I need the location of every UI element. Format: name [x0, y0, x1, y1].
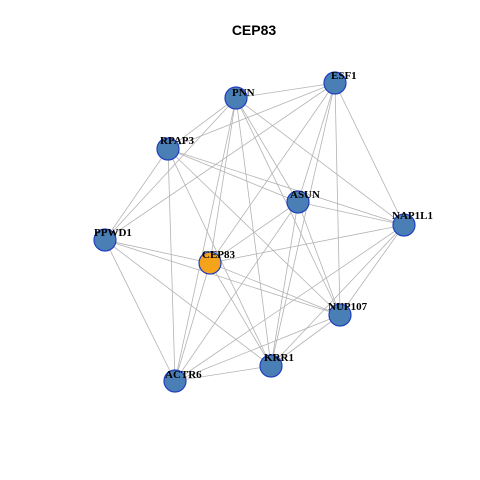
edge-ppwd1-actr6 [104, 239, 176, 382]
edge-nap1l1-nup107 [339, 224, 405, 316]
edge-asun-nup107 [297, 201, 341, 316]
node-label-asun: ASUN [290, 189, 320, 201]
node-label-actr6: ACTR6 [165, 369, 202, 381]
edge-esf1-asun [297, 82, 336, 203]
edge-esf1-rpap3 [167, 82, 336, 150]
node-krr1[interactable] [259, 354, 283, 378]
edge-rpap3-nup107 [167, 148, 341, 316]
edge-krr1-actr6 [174, 365, 272, 382]
node-label-esf1: ESF1 [331, 70, 357, 82]
edge-nap1l1-actr6 [174, 224, 405, 382]
edge-cep83-nup107 [209, 262, 341, 316]
edge-esf1-ppwd1 [104, 82, 336, 241]
node-nap1l1[interactable] [392, 213, 416, 237]
edge-pnn-actr6 [174, 97, 237, 382]
node-actr6[interactable] [163, 369, 187, 393]
node-label-nap1l1: NAP1L1 [392, 210, 433, 222]
node-label-nup107: NUP107 [328, 301, 368, 313]
node-label-ppwd1: PPWD1 [94, 227, 132, 239]
edge-pnn-cep83 [209, 97, 237, 264]
edge-rpap3-ppwd1 [104, 148, 169, 241]
node-label-cep83: CEP83 [202, 249, 236, 261]
edge-asun-nap1l1 [297, 201, 405, 226]
edge-ppwd1-krr1 [104, 239, 272, 367]
node-label-pnn: PNN [232, 87, 255, 99]
node-label-krr1: KRR1 [264, 352, 294, 364]
node-esf1[interactable] [323, 71, 347, 95]
edge-pnn-nap1l1 [235, 97, 405, 226]
node-rpap3[interactable] [156, 137, 180, 161]
node-cep83[interactable] [198, 251, 222, 275]
edge-nap1l1-cep83 [209, 224, 405, 264]
node-label-rpap3: RPAP3 [160, 135, 195, 147]
edge-asun-cep83 [209, 201, 299, 264]
edge-asun-actr6 [174, 201, 299, 382]
node-asun[interactable] [286, 190, 310, 214]
edge-pnn-rpap3 [167, 97, 237, 150]
node-nup107[interactable] [328, 303, 352, 327]
node-pnn[interactable] [224, 86, 248, 110]
edge-pnn-asun [235, 97, 299, 203]
edge-pnn-esf1 [235, 82, 336, 99]
edge-asun-krr1 [270, 201, 299, 367]
edge-ppwd1-cep83 [104, 239, 211, 264]
edge-nap1l1-krr1 [270, 224, 405, 367]
edge-ppwd1-nup107 [104, 239, 341, 316]
edge-rpap3-asun [167, 148, 299, 203]
node-ppwd1[interactable] [93, 228, 117, 252]
edge-esf1-nap1l1 [334, 82, 405, 226]
edge-cep83-krr1 [209, 262, 272, 367]
edge-nup107-krr1 [270, 314, 341, 367]
edge-esf1-krr1 [270, 82, 336, 367]
edge-cep83-actr6 [174, 262, 211, 382]
edge-rpap3-nap1l1 [167, 148, 405, 226]
node-layer [93, 71, 416, 393]
diagram-title: CEP83 [232, 22, 277, 38]
edge-layer [104, 82, 405, 382]
edge-nup107-actr6 [174, 314, 341, 382]
edge-rpap3-actr6 [167, 148, 176, 382]
edge-esf1-nup107 [334, 82, 341, 316]
edge-pnn-ppwd1 [104, 97, 237, 241]
edge-esf1-cep83 [209, 82, 336, 264]
